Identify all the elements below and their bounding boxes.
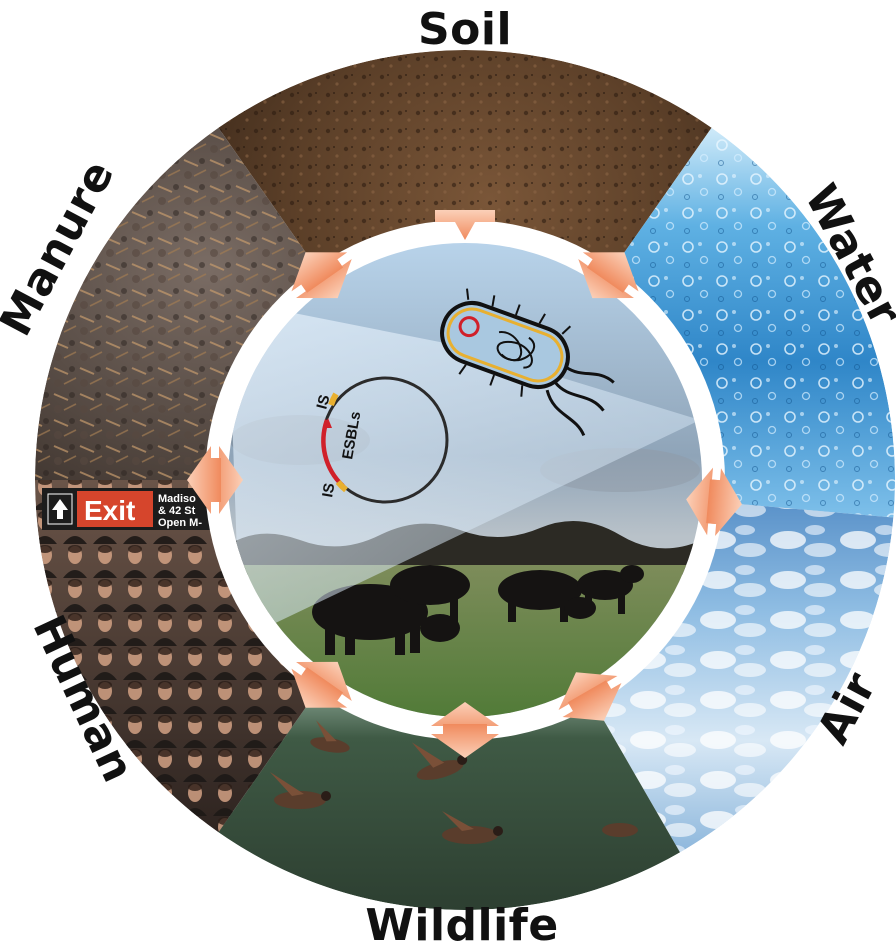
arrow-human-wildlife bbox=[291, 661, 352, 708]
exit-sign-line2: & 42 St bbox=[158, 505, 196, 517]
exchange-arrows bbox=[187, 210, 742, 758]
exit-sign-word: Exit bbox=[84, 495, 135, 526]
arrow-manure-soil bbox=[291, 252, 352, 299]
arrow-water-center bbox=[578, 252, 639, 299]
cattle-illustration bbox=[312, 565, 644, 655]
zoom-wedge bbox=[228, 300, 700, 640]
arrow-water-air bbox=[686, 467, 742, 537]
arrow-human-manure bbox=[187, 446, 243, 514]
arrow-air-wildlife bbox=[558, 672, 622, 721]
arrow-soil-center bbox=[435, 210, 495, 240]
plasmid-is-bottom-label: IS bbox=[319, 482, 338, 499]
up-arrow-icon bbox=[52, 499, 68, 519]
bacterium-icon bbox=[440, 288, 615, 437]
arrow-wildlife-human bbox=[431, 702, 499, 758]
exit-sign-line3: Open M- bbox=[158, 517, 202, 529]
soil-label: Soil bbox=[418, 4, 512, 55]
wildlife-label: Wildlife bbox=[365, 900, 558, 950]
exit-sign-line1: Madiso bbox=[158, 493, 196, 505]
geese-illustration bbox=[270, 720, 638, 844]
exit-sign: Exit Madiso & 42 St Open M- bbox=[42, 488, 212, 530]
plasmid-is-top-label: IS bbox=[313, 393, 333, 411]
